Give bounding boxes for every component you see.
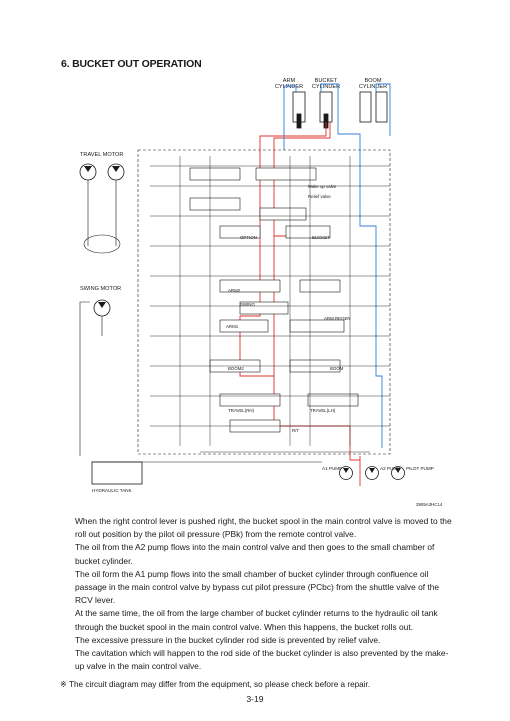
swing-motor: SWING MOTOR xyxy=(79,286,121,456)
paragraph: When the right control lever is pushed r… xyxy=(75,516,452,540)
cylinders xyxy=(292,91,388,129)
paragraph: The oil from the A2 pump flows into the … xyxy=(75,542,435,566)
travel-rh-label: TRAVEL(RH) xyxy=(228,408,255,413)
swing-motor-label: SWING MOTOR xyxy=(80,286,121,292)
page-title: 6. BUCKET OUT OPERATION xyxy=(61,58,202,70)
paragraph: The oil form the A1 pump flows into the … xyxy=(75,568,440,606)
relief-valve-label: Relief valve xyxy=(308,194,331,199)
rt-label: R/T xyxy=(292,428,299,433)
main-control-valve-outline xyxy=(137,149,391,455)
a2-pump-label: A2 PUMP xyxy=(380,466,400,471)
figure-code: 3905A3HC14 xyxy=(416,502,443,507)
internal-lines xyxy=(150,156,390,453)
travel-motor-label: TRAVEL MOTOR xyxy=(80,152,123,158)
make-up-valve-label: Make up valve xyxy=(308,184,337,189)
hydraulic-tank-label: HYDRAULIC TANK xyxy=(92,488,133,493)
swing-spool-label: SWING xyxy=(240,302,255,307)
travel-lh-label: TRAVEL(LH) xyxy=(310,408,336,413)
a1-pump-label: A1 PUMP xyxy=(322,466,342,471)
pumps: A1 PUMP A2 PUMP PILOT PUMP xyxy=(322,466,434,480)
boom2-spool-label: BOOM2 xyxy=(228,366,244,371)
boom-cylinder-1 xyxy=(359,91,372,123)
paragraph: At the same time, the oil from the large… xyxy=(75,608,438,632)
bucket-spool-label: BUCKET xyxy=(312,235,330,240)
arm-regen-label: ARM REGEN xyxy=(324,316,351,321)
paragraph: The excessive pressure in the bucket cyl… xyxy=(75,634,381,645)
description-text: When the right control lever is pushed r… xyxy=(75,515,453,673)
travel-motor: TRAVEL MOTOR xyxy=(79,152,125,254)
valve-labels: Make up valve Relief valve BUCKET OPTION… xyxy=(226,184,351,433)
pilot-pump-label: PILOT PUMP xyxy=(406,466,434,471)
option-spool-label: OPTION xyxy=(240,235,257,240)
paragraph: The cavitation which will happen to the … xyxy=(75,648,449,672)
boom-spool-label: BOOM xyxy=(330,366,344,371)
hydraulic-tank: HYDRAULIC TANK xyxy=(91,461,322,493)
repair-note: ※ The circuit diagram may differ from th… xyxy=(60,680,371,689)
return-lines-blue xyxy=(283,83,391,448)
arm1-spool-label: ARM1 xyxy=(226,324,239,329)
page-number: 3-19 xyxy=(246,694,264,704)
arm-cylinder-rod xyxy=(296,113,302,129)
boom-cylinder-2 xyxy=(375,91,388,123)
arm2-spool-label: ARM2 xyxy=(228,288,241,293)
